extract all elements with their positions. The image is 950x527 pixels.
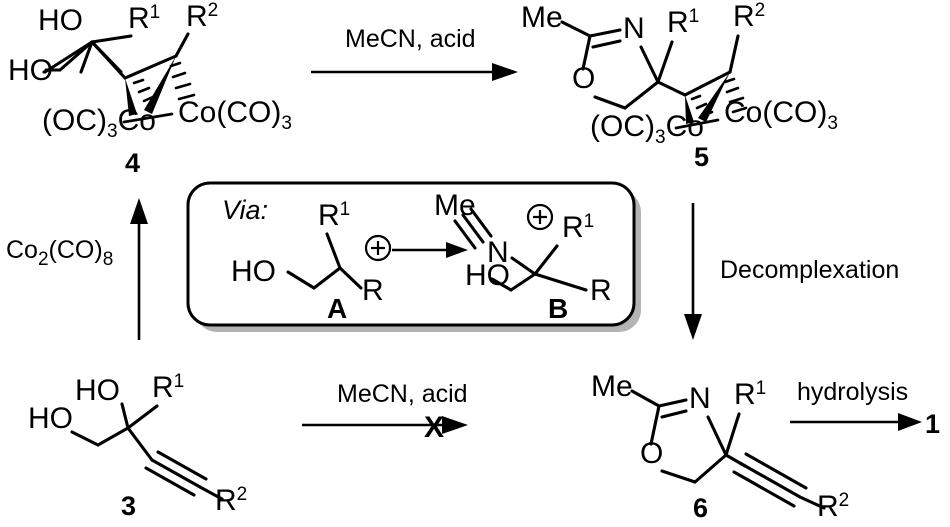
atom-r2-6: R2 <box>817 490 849 523</box>
triple-bond-B <box>453 207 493 250</box>
atom-r-B: R <box>590 274 612 307</box>
arrow-hydrolysis: hydrolysis <box>790 378 922 431</box>
atom-ho-4-upper: HO <box>38 4 83 37</box>
structure-6: Me N O R1 R2 6 <box>591 370 849 523</box>
atom-ho-3-upper: HO <box>75 374 120 407</box>
intermediate-A-structure: HO R1 R A <box>231 199 392 324</box>
label-compound-6: 6 <box>693 493 708 523</box>
atom-me-B: Me <box>434 189 476 222</box>
label-compound-3: 3 <box>121 491 136 521</box>
atom-n-5: N <box>623 12 645 45</box>
atom-ho-3-left: HO <box>28 402 73 435</box>
hash-c1-co-back <box>132 78 157 103</box>
arrow-bottom: MeCN, acid X <box>302 380 468 444</box>
label-compound-4: 4 <box>125 148 140 178</box>
arrow-bottom-label: MeCN, acid <box>337 380 468 408</box>
atom-o-6: O <box>640 437 663 470</box>
atom-o-5: O <box>572 62 595 95</box>
atom-r1-3: R1 <box>152 371 184 404</box>
via-label: Via: <box>222 195 268 225</box>
atom-r1-B: R1 <box>562 211 594 244</box>
label-intermediate-A: A <box>327 293 347 324</box>
arrow-left-label: Co2(CO)8 <box>6 236 113 270</box>
arrow-top: MeCN, acid <box>311 25 518 81</box>
wedge-c2-co-front-5 <box>698 72 730 122</box>
atom-coco3-5: Co(CO)3 <box>724 96 838 134</box>
arrow-left-vertical: Co2(CO)8 <box>6 198 148 340</box>
atom-coco3-4: Co(CO)3 <box>178 96 292 134</box>
atom-r1-4: R1 <box>128 2 160 35</box>
atom-r1-6: R1 <box>734 378 766 411</box>
triple-bond-3 <box>144 450 208 497</box>
atom-r2-4: R2 <box>186 0 218 33</box>
atom-n-B: N <box>487 236 509 269</box>
arrow-right-label: Decomplexation <box>720 256 899 284</box>
charge-plus-A <box>364 234 392 262</box>
via-box: Via: HO R1 R A Me N HO R1 R <box>186 181 641 332</box>
arrow-via-internal <box>392 242 468 258</box>
arrow-top-label: MeCN, acid <box>345 25 476 53</box>
via-box-border <box>186 181 636 327</box>
intermediate-B-structure: Me N HO R1 R B <box>434 189 612 324</box>
atom-r1-5: R1 <box>667 6 699 39</box>
structure-4: HO HO R1 R2 (OC)3Co Co(CO)3 <box>8 0 292 178</box>
structure-3: HO HO R1 R2 3 <box>28 371 247 521</box>
atom-r-A: R <box>362 274 384 307</box>
arrow-right-vertical: Decomplexation <box>684 203 899 340</box>
atom-r1-A: R1 <box>318 199 350 232</box>
label-compound-5: 5 <box>694 142 709 172</box>
hash-c2-co-back <box>169 61 196 101</box>
triple-bond-6 <box>732 452 808 508</box>
wedge-c1-co-front <box>125 78 137 116</box>
atom-ho-A: HO <box>231 255 276 288</box>
structure-5: Me N O R1 R2 (OC)3Co Co(CO)3 <box>521 0 838 172</box>
hash-c2-co-back-5 <box>723 77 748 114</box>
atom-r2-3: R2 <box>215 484 247 517</box>
arrow-hydrolysis-label: hydrolysis <box>797 378 908 406</box>
atom-n-6: N <box>689 382 711 415</box>
atom-me-5: Me <box>521 1 563 34</box>
atom-oc3co-5: (OC)3Co <box>590 110 704 148</box>
wedge-c2-co-front <box>144 56 176 114</box>
arrow-bottom-cross: X <box>424 411 444 444</box>
label-intermediate-B: B <box>548 293 568 324</box>
wedge-c1-co-front-5 <box>685 95 694 124</box>
atom-me-6: Me <box>591 370 633 403</box>
label-compound-1: 1 <box>925 409 940 439</box>
charge-plus-B <box>526 203 554 231</box>
hash-c1-co-back-5 <box>690 94 714 118</box>
atom-r2-5: R2 <box>733 0 765 33</box>
atom-oc3co-4: (OC)3Co <box>42 104 156 142</box>
